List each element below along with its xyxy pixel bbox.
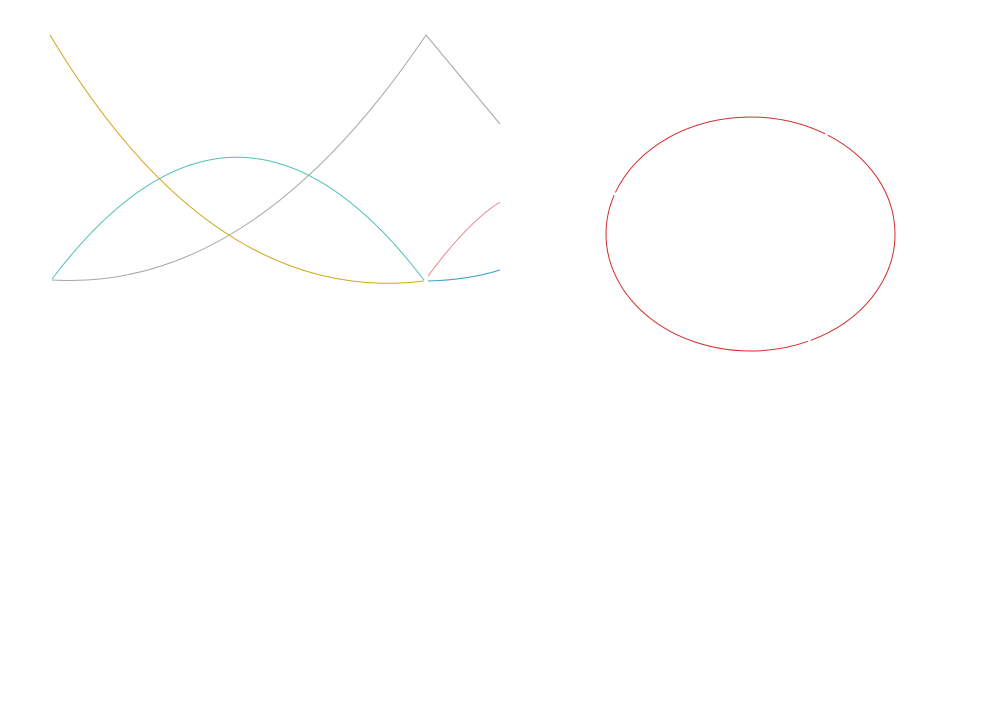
pink-curve: [427, 201, 501, 277]
red-ellipse: [605, 116, 896, 352]
gold-curve: [49, 34, 425, 284]
blue-curve: [427, 269, 501, 282]
gray-curve: [51, 34, 501, 282]
teal-curve: [51, 156, 425, 281]
